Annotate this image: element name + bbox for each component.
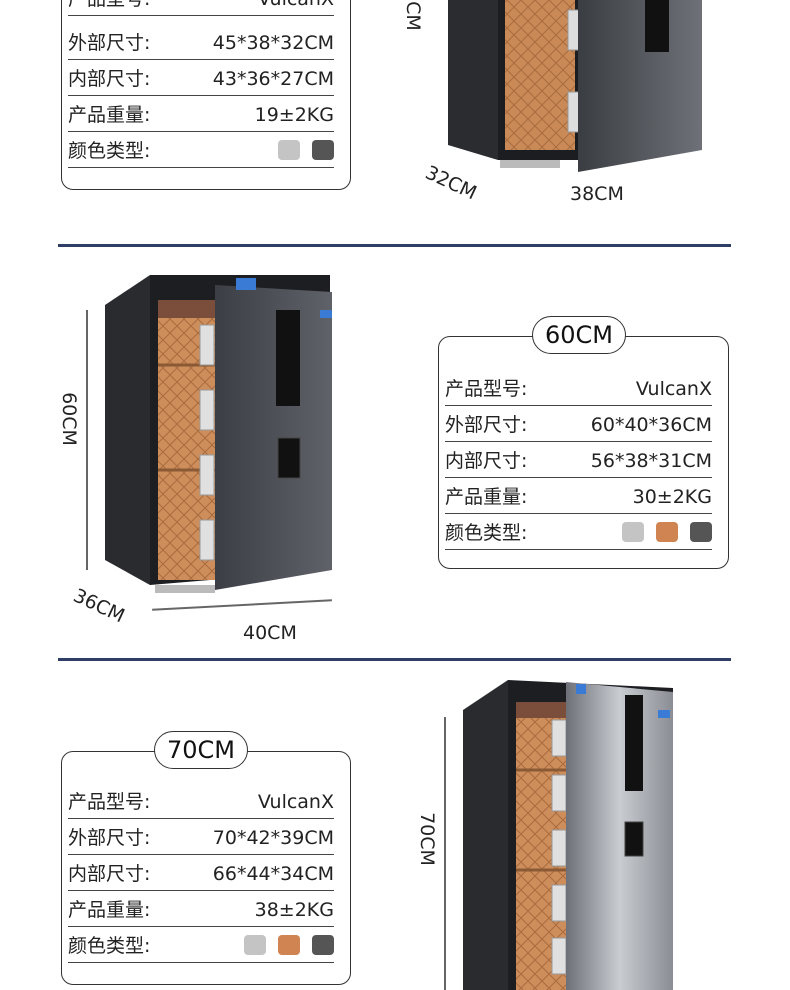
spec-row-model: 产品型号: VulcanX <box>445 371 712 406</box>
spec-row-weight: 产品重量: 19±2KG <box>68 97 334 132</box>
spec-card: 产品型号: VulcanX 外部尺寸: 45*38*32CM 内部尺寸: 43*… <box>61 0 351 190</box>
spec-label: 外部尺寸: <box>445 414 528 436</box>
spec-row-outer: 外部尺寸: 70*42*39CM <box>68 820 334 855</box>
spec-label: 内部尺寸: <box>445 450 528 472</box>
color-swatch-copper[interactable] <box>278 935 300 955</box>
color-swatches <box>278 140 334 160</box>
dimension-height: 70CM <box>415 812 438 866</box>
spec-row-color: 颜色类型: <box>68 133 334 168</box>
color-swatch-silver[interactable] <box>622 522 644 542</box>
spec-row-model: 产品型号: VulcanX <box>68 0 334 16</box>
dimension-width: 38CM <box>570 183 624 205</box>
spec-label: 产品型号: <box>445 378 528 400</box>
spec-row-outer: 外部尺寸: 60*40*36CM <box>445 407 712 442</box>
dimension-line-height <box>86 310 88 570</box>
spec-row-color: 颜色类型: <box>445 515 712 550</box>
color-swatches <box>622 522 712 542</box>
spec-value: 70*42*39CM <box>212 827 334 849</box>
spec-card: 产品型号: VulcanX 外部尺寸: 60*40*36CM 内部尺寸: 56*… <box>438 336 729 569</box>
spec-label: 产品重量: <box>68 104 151 126</box>
spec-row-inner: 内部尺寸: 43*36*27CM <box>68 61 334 96</box>
spec-label: 外部尺寸: <box>68 827 151 849</box>
dimension-width: 40CM <box>243 622 297 644</box>
spec-label: 颜色类型: <box>68 935 151 957</box>
spec-label: 外部尺寸: <box>68 32 151 54</box>
section-divider <box>58 244 731 247</box>
size-badge: 70CM <box>154 731 249 769</box>
color-swatch-gray[interactable] <box>312 935 334 955</box>
spec-row-inner: 内部尺寸: 66*44*34CM <box>68 856 334 891</box>
spec-label: 内部尺寸: <box>68 68 151 90</box>
spec-label: 产品重量: <box>68 899 151 921</box>
spec-value: 38±2KG <box>254 899 334 921</box>
color-swatch-gray[interactable] <box>312 140 334 160</box>
dimension-height: 60CM <box>57 392 80 446</box>
dimension-line-width <box>152 599 332 611</box>
spec-label: 产品重量: <box>445 486 528 508</box>
color-swatches <box>244 935 334 955</box>
color-swatch-copper[interactable] <box>656 522 678 542</box>
dimension-line-height <box>444 717 446 990</box>
spec-row-weight: 产品重量: 38±2KG <box>68 892 334 927</box>
size-badge: 60CM <box>532 316 627 354</box>
spec-value: 43*36*27CM <box>212 68 334 90</box>
spec-row-inner: 内部尺寸: 56*38*31CM <box>445 443 712 478</box>
spec-label: 颜色类型: <box>445 522 528 544</box>
spec-value: VulcanX <box>257 791 334 813</box>
section-divider <box>58 658 731 661</box>
spec-value: 45*38*32CM <box>212 32 334 54</box>
spec-row-outer: 外部尺寸: 45*38*32CM <box>68 25 334 60</box>
spec-card: 产品型号: VulcanX 外部尺寸: 70*42*39CM 内部尺寸: 66*… <box>61 751 351 985</box>
product-section-60: 60CM 36CM 40CM 产品型号: VulcanX 外部尺寸: 60*40… <box>0 250 790 655</box>
color-swatch-gray[interactable] <box>690 522 712 542</box>
spec-row-weight: 产品重量: 30±2KG <box>445 479 712 514</box>
safe-image <box>105 275 332 593</box>
dimension-height: CM <box>401 1 424 31</box>
spec-label: 产品型号: <box>68 0 150 16</box>
spec-value: 30±2KG <box>632 486 712 508</box>
spec-value: 66*44*34CM <box>212 863 334 885</box>
safe-image <box>463 680 673 990</box>
spec-label: 内部尺寸: <box>68 863 151 885</box>
color-swatch-silver[interactable] <box>278 140 300 160</box>
spec-value: 19±2KG <box>254 104 334 126</box>
spec-row-model: 产品型号: VulcanX <box>68 784 334 819</box>
safe-image <box>448 0 702 172</box>
spec-value: 60*40*36CM <box>590 414 712 436</box>
spec-value: VulcanX <box>635 378 712 400</box>
spec-label: 产品型号: <box>68 791 151 813</box>
product-section-45: 产品型号: VulcanX 外部尺寸: 45*38*32CM 内部尺寸: 43*… <box>0 0 790 240</box>
spec-row-color: 颜色类型: <box>68 928 334 963</box>
color-swatch-silver[interactable] <box>244 935 266 955</box>
product-section-70: 产品型号: VulcanX 外部尺寸: 70*42*39CM 内部尺寸: 66*… <box>0 662 790 990</box>
spec-value: 56*38*31CM <box>590 450 712 472</box>
spec-value: VulcanX <box>258 0 334 16</box>
spec-label: 颜色类型: <box>68 140 151 162</box>
